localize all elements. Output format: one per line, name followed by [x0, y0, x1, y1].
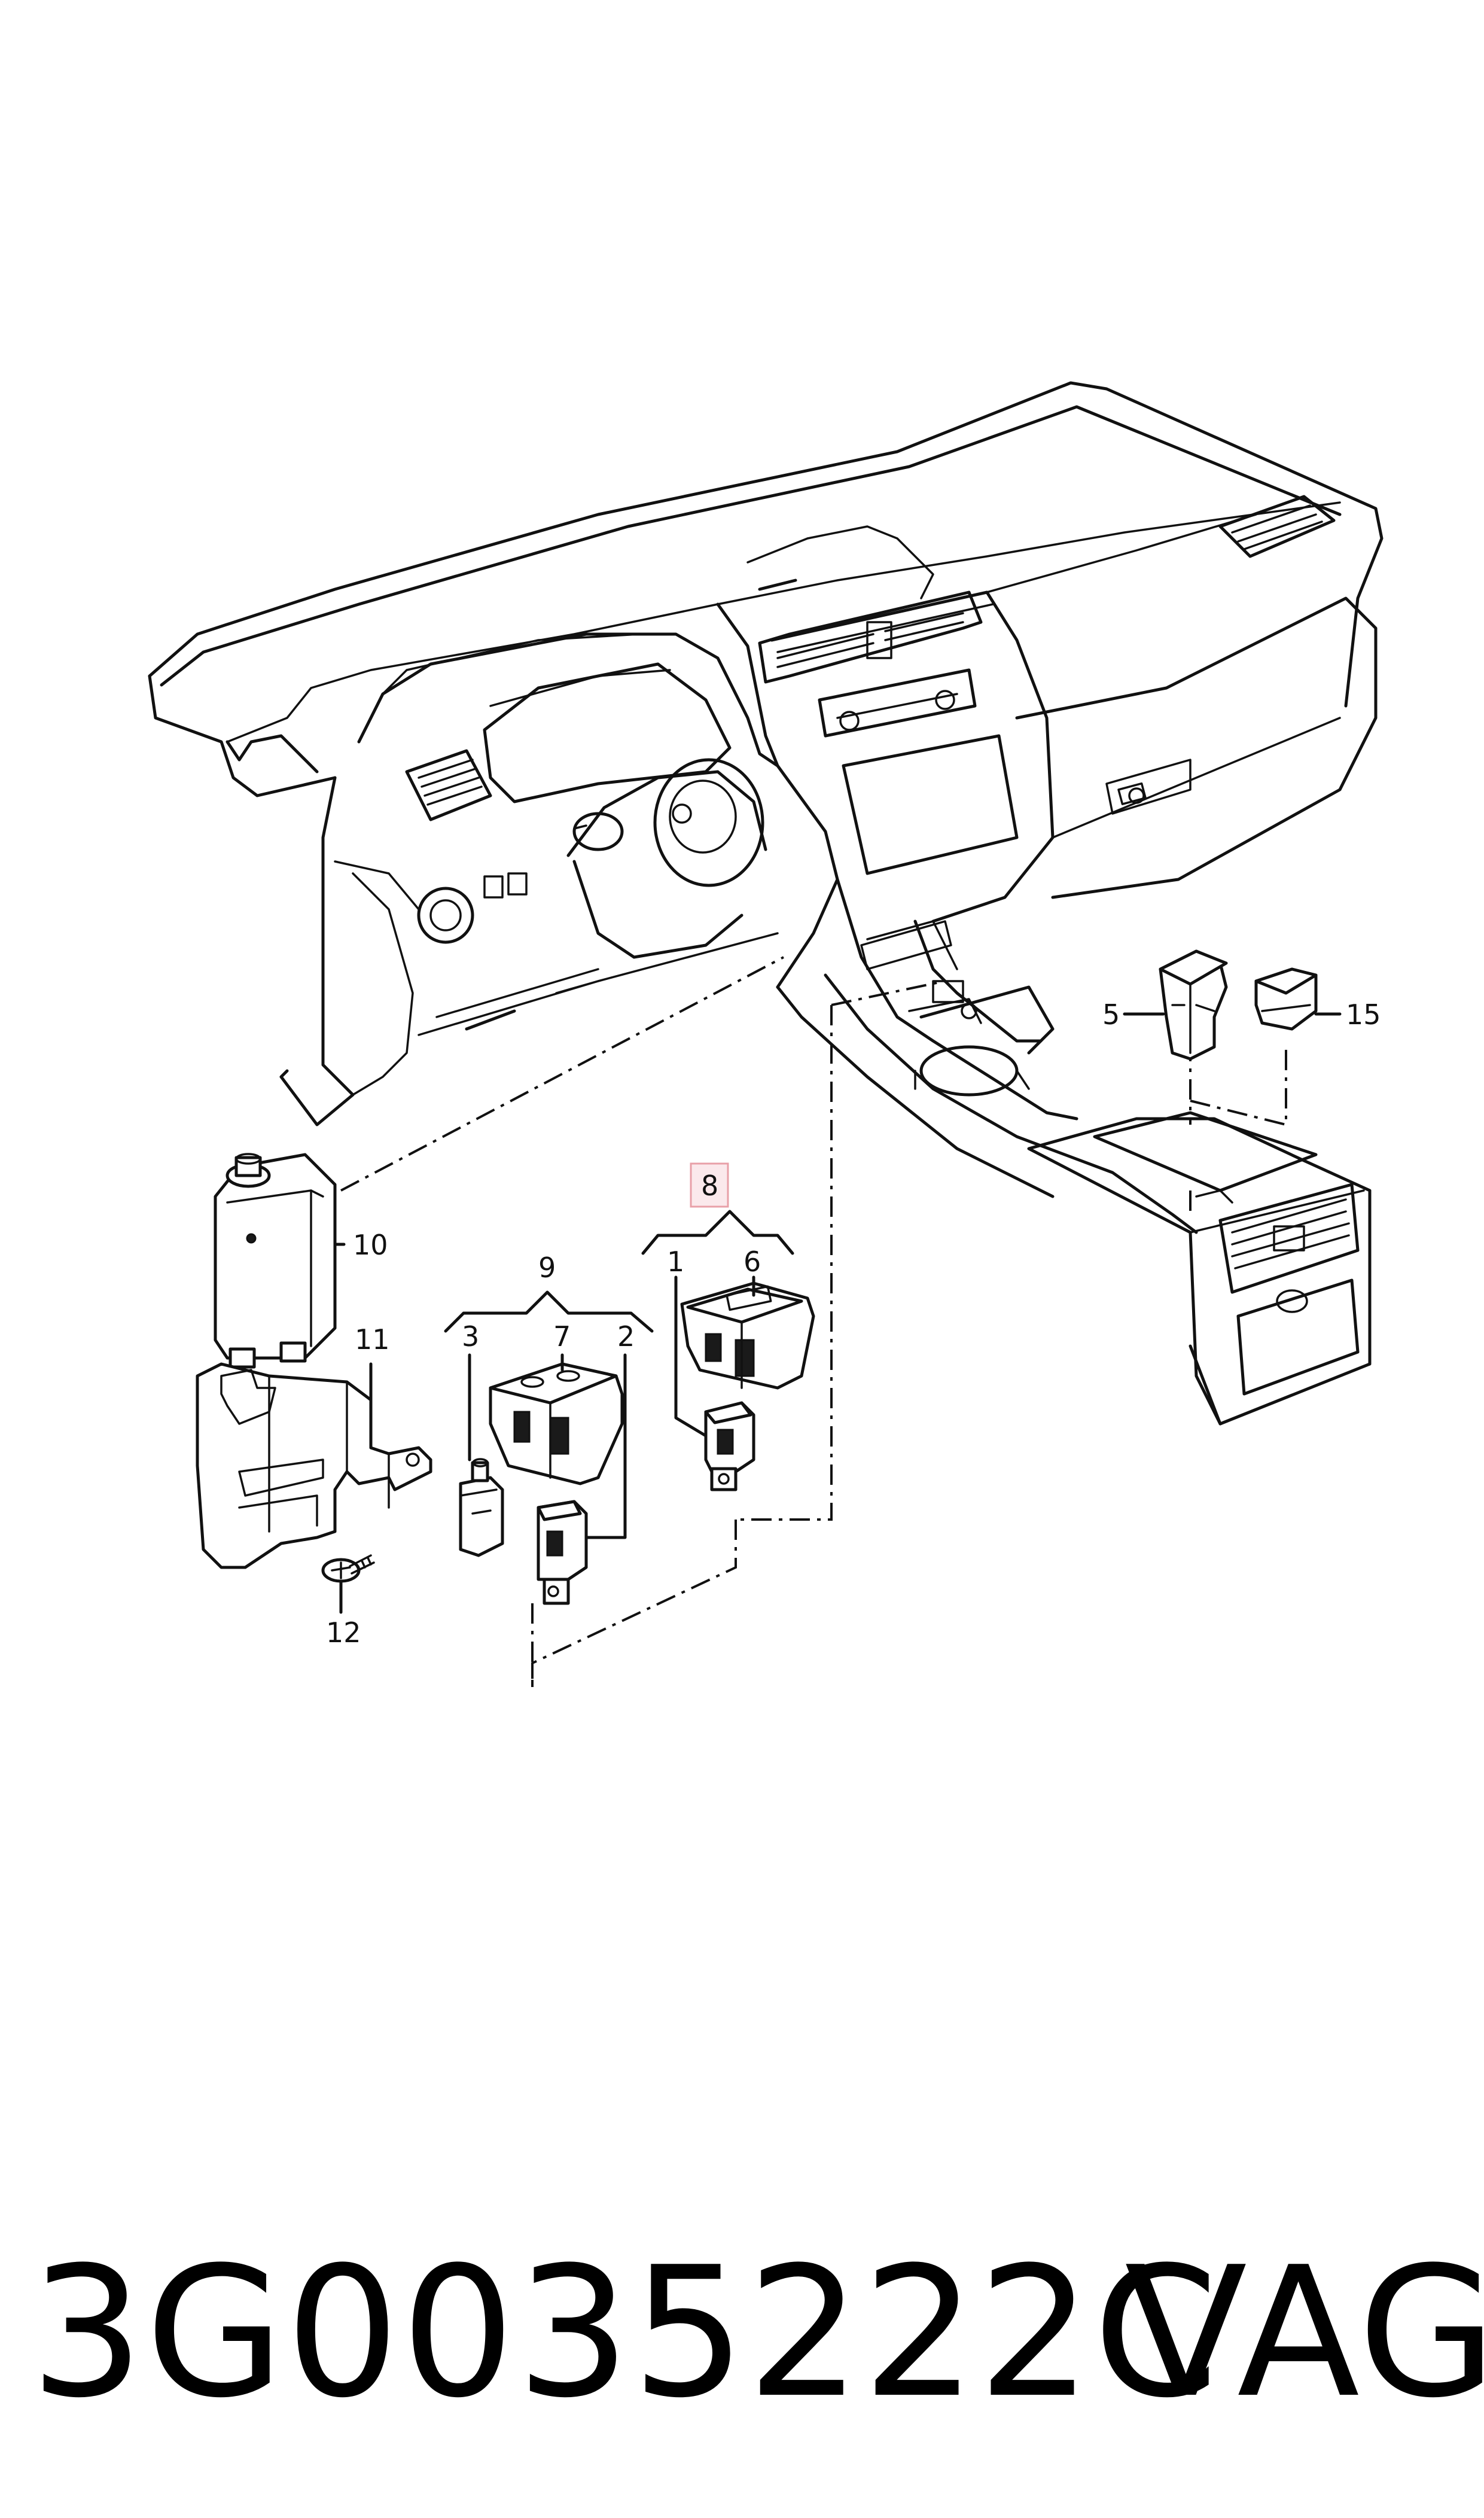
part-6-switch-panel [680, 1281, 815, 1390]
part-5-usb-socket [1159, 949, 1228, 1061]
center-air-vent [758, 590, 983, 684]
callout-5: 5 [1102, 998, 1120, 1031]
callout-6: 6 [743, 1246, 761, 1278]
callout-1: 1 [667, 1246, 684, 1278]
part-11-mounting-bracket [196, 1362, 432, 1569]
part-12-screw [321, 1554, 375, 1583]
brand-caption: VAG [1125, 2228, 1484, 2437]
callout-12: 12 [326, 1616, 361, 1649]
callout-9: 9 [538, 1252, 556, 1284]
part-1-connector [704, 1401, 755, 1491]
callout-8: 8 [701, 1170, 718, 1202]
callout-10: 10 [353, 1229, 388, 1261]
callout-leader-lines [333, 1012, 1342, 1614]
part-8-highlight-box [690, 1162, 729, 1208]
part-7-switch-panel [489, 1362, 624, 1485]
left-air-vent [405, 749, 492, 821]
part-10-control-unit [214, 1153, 337, 1369]
callout-2: 2 [617, 1320, 635, 1353]
reference-leader-lines [340, 956, 1287, 1687]
part-number-caption: 3G0035222C [30, 2228, 1220, 2437]
parts-diagram: 1 2 3 5 6 7 8 9 10 11 12 15 [148, 381, 1384, 1687]
part-3-bulb-holder [459, 1458, 504, 1557]
callout-15: 15 [1346, 998, 1381, 1031]
part-2-connector [537, 1500, 588, 1605]
dashboard-illustration [148, 381, 1384, 1426]
callout-11: 11 [355, 1323, 390, 1356]
part-15-blanking-cap [1254, 967, 1318, 1031]
right-air-vent [1218, 495, 1336, 558]
rear-console [1027, 1111, 1372, 1426]
callout-7: 7 [553, 1320, 571, 1353]
callout-3: 3 [462, 1320, 479, 1353]
